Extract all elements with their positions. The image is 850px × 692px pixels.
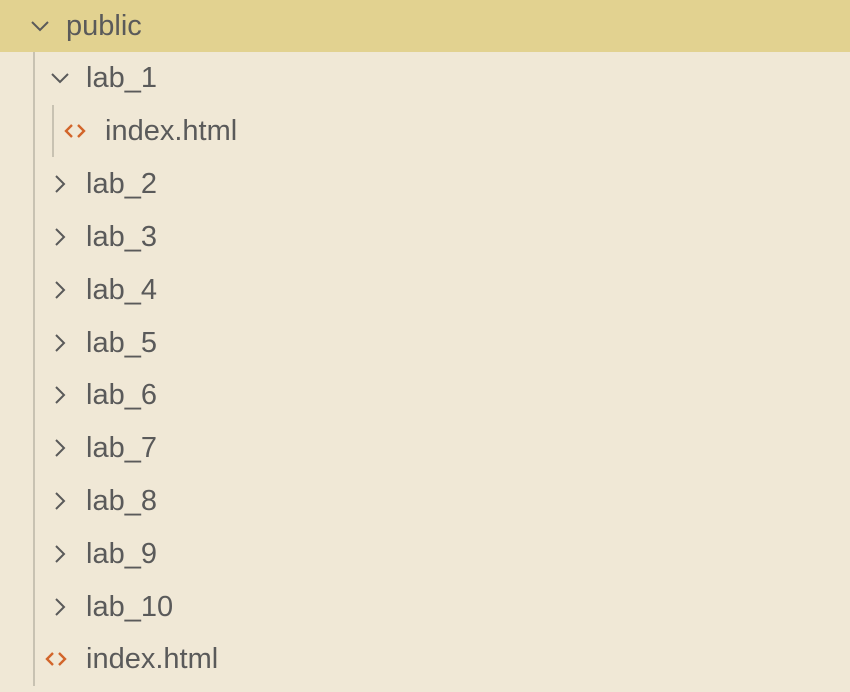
tree-item-label: lab_6 [86,379,157,411]
chevron-right-icon [48,422,72,474]
tree-item-label: lab_1 [86,62,157,94]
tree-item-lab-6[interactable]: lab_6 [0,369,850,421]
indent-guide-public [33,52,35,686]
tree-item-label: lab_10 [86,591,174,623]
chevron-right-icon [48,528,72,580]
tree-item-label: index.html [86,643,219,675]
tree-item-lab-4[interactable]: lab_4 [0,264,850,316]
tree-item-lab-7[interactable]: lab_7 [0,422,850,474]
indent-guide-lab-1 [52,105,54,157]
tree-item-lab-1-index-html[interactable]: index.html [0,105,850,157]
chevron-right-icon [48,369,72,421]
tree-item-label: public [66,10,142,42]
tree-item-lab-2[interactable]: lab_2 [0,158,850,210]
tree-item-label: lab_2 [86,168,157,200]
chevron-right-icon [48,158,72,210]
chevron-right-icon [48,475,72,527]
html-file-icon [44,633,68,685]
tree-item-lab-1[interactable]: lab_1 [0,52,850,104]
tree-item-index-html[interactable]: index.html [0,633,850,685]
chevron-right-icon [48,264,72,316]
tree-item-label: lab_9 [86,538,157,570]
tree-item-lab-10[interactable]: lab_10 [0,581,850,633]
tree-item-lab-9[interactable]: lab_9 [0,528,850,580]
tree-item-label: lab_3 [86,221,157,253]
tree-item-label: lab_7 [86,432,157,464]
chevron-right-icon [48,211,72,263]
chevron-down-icon [28,0,52,52]
tree-item-label: lab_8 [86,485,157,517]
chevron-right-icon [48,581,72,633]
tree-item-lab-5[interactable]: lab_5 [0,317,850,369]
tree-item-public[interactable]: public [0,0,850,52]
chevron-right-icon [48,317,72,369]
tree-item-lab-3[interactable]: lab_3 [0,211,850,263]
tree-item-label: lab_5 [86,327,157,359]
tree-item-lab-8[interactable]: lab_8 [0,475,850,527]
tree-item-label: index.html [105,115,238,147]
html-file-icon [63,105,87,157]
chevron-down-icon [48,52,72,104]
tree-item-label: lab_4 [86,274,157,306]
